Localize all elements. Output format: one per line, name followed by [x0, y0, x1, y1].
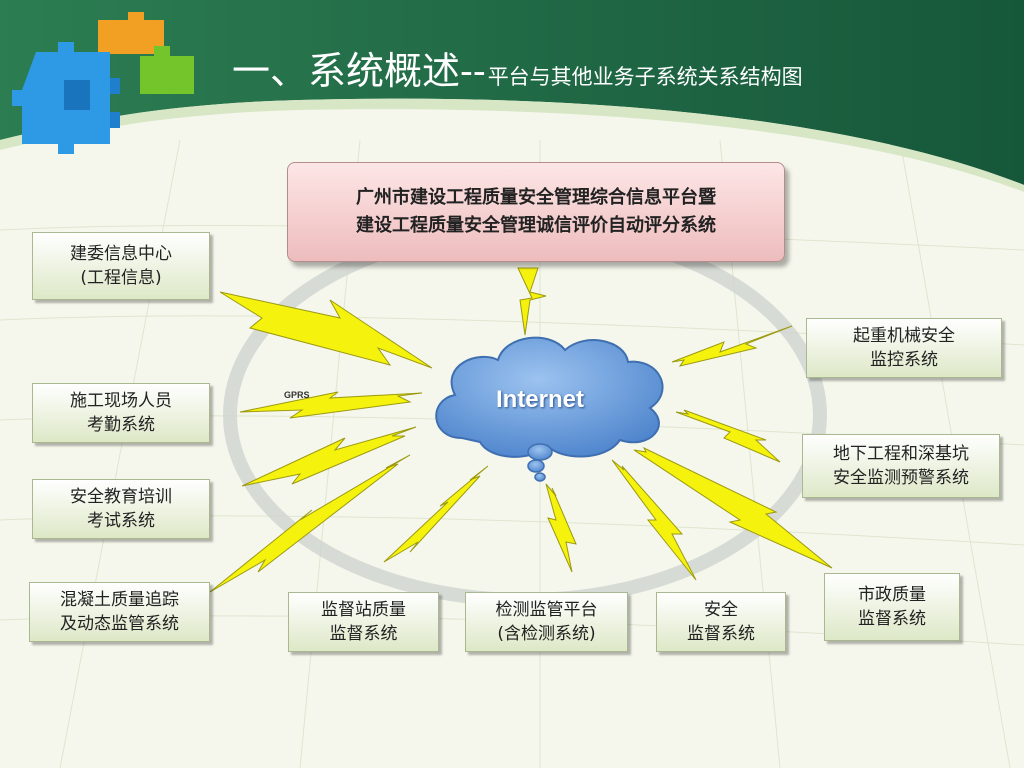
subsystem-shizheng-line1: 市政质量 — [858, 585, 926, 605]
cube-logo-icon — [12, 12, 194, 154]
subsystem-dixia: 地下工程和深基坑 安全监测预警系统 — [802, 434, 1000, 498]
subsystem-hunningtu: 混凝土质量追踪 及动态监管系统 — [29, 582, 210, 642]
subsystem-jiance-line2: (含检测系统) — [497, 624, 596, 644]
subsystem-jiandu-zhan: 监督站质量 监督系统 — [288, 592, 439, 652]
subsystem-anquan-jiandu-line1: 安全 — [704, 600, 738, 620]
slide-title-sub: 平台与其他业务子系统关系结构图 — [487, 65, 803, 89]
subsystem-jianwei-line2: (工程信息) — [80, 268, 162, 288]
bolt-qizhong — [671, 325, 793, 367]
bolt-shizheng — [633, 446, 833, 569]
platform-line-2: 建设工程质量安全管理诚信评价自动评分系统 — [356, 215, 716, 236]
subsystem-anquan-jiaoyu-line1: 安全教育培训 — [70, 487, 172, 507]
subsystem-shigong-line1: 施工现场人员 — [70, 391, 172, 411]
central-platform-box: 广州市建设工程质量安全管理综合信息平台暨 建设工程质量安全管理诚信评价自动评分系… — [287, 162, 785, 262]
subsystem-dixia-line2: 安全监测预警系统 — [833, 468, 969, 488]
subsystem-dixia-line1: 地下工程和深基坑 — [833, 444, 969, 464]
bolt-anquan-jiaoyu — [241, 426, 417, 487]
subsystem-shigong-line2: 考勤系统 — [87, 415, 155, 435]
subsystem-jianwei-line1: 建委信息中心 — [70, 244, 172, 264]
subsystem-shizheng-line2: 监督系统 — [858, 609, 926, 629]
subsystem-shigong: 施工现场人员 考勤系统 — [32, 383, 210, 443]
subsystem-jiance-line1: 检测监管平台 — [495, 600, 598, 620]
subsystem-qizhong-line2: 监控系统 — [870, 350, 938, 370]
subsystem-jiance: 检测监管平台 (含检测系统) — [465, 592, 628, 652]
platform-line-1: 广州市建设工程质量安全管理综合信息平台暨 — [356, 187, 716, 208]
subsystem-jiandu-zhan-line2: 监督系统 — [329, 624, 398, 644]
slide-title-main: 一、系统概述-- — [232, 49, 486, 93]
bolt-jianwei — [219, 291, 433, 369]
subsystem-hunningtu-line1: 混凝土质量追踪 — [60, 590, 179, 610]
subsystem-qizhong: 起重机械安全 监控系统 — [806, 318, 1002, 378]
subsystem-anquan-jiandu: 安全 监督系统 — [656, 592, 786, 652]
bolt-anquan-jiandu — [611, 459, 697, 581]
subsystem-jiandu-zhan-line1: 监督站质量 — [321, 600, 406, 620]
subsystem-anquan-jiaoyu-line2: 考试系统 — [87, 511, 155, 531]
internet-cloud — [435, 336, 664, 482]
bolt-hunningtu — [209, 454, 411, 593]
slide-title: 一、系统概述--平台与其他业务子系统关系结构图 — [232, 40, 803, 95]
bolt-jiance — [545, 483, 577, 573]
internet-label: Internet — [495, 386, 584, 413]
subsystem-hunningtu-line2: 及动态监管系统 — [60, 614, 179, 634]
bolt-jiandu-zhan — [383, 465, 489, 563]
subsystem-shizheng: 市政质量 监督系统 — [824, 573, 960, 641]
subsystem-qizhong-line1: 起重机械安全 — [853, 326, 955, 346]
bolt-platform — [517, 267, 547, 336]
connection-bolts — [209, 267, 833, 593]
header-band — [0, 0, 1024, 185]
subsystem-anquan-jiandu-line2: 监督系统 — [687, 624, 755, 644]
gprs-label: GPRS — [284, 390, 310, 400]
bolt-dixia — [675, 409, 781, 463]
subsystem-anquan-jiaoyu: 安全教育培训 考试系统 — [32, 479, 210, 539]
subsystem-jianwei: 建委信息中心 (工程信息) — [32, 232, 210, 300]
bolt-shigong — [239, 391, 423, 419]
